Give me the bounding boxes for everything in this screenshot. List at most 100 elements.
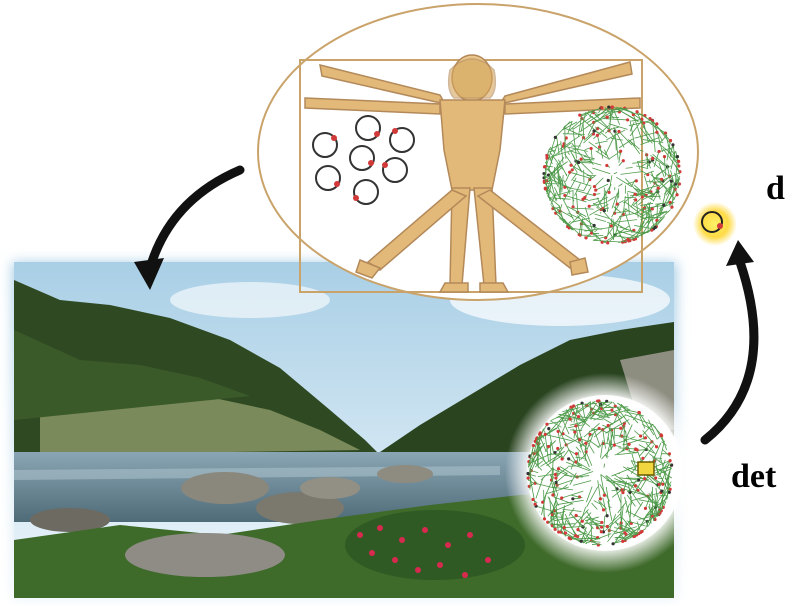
network-node (554, 528, 557, 531)
network-node (527, 477, 530, 480)
network-node (569, 405, 572, 408)
network-node (657, 187, 660, 190)
network-node (641, 457, 644, 460)
network-node (538, 433, 541, 436)
network-node (554, 473, 557, 476)
network-node (584, 236, 587, 239)
network-node (605, 164, 608, 167)
network-edge (592, 544, 600, 545)
network-node (617, 130, 620, 133)
network-lens-lower (505, 373, 705, 573)
network-node (634, 193, 637, 196)
label-upper-right: d (766, 170, 785, 208)
vitruvian-panel (258, 4, 698, 300)
network-node (655, 122, 658, 125)
network-node (606, 525, 609, 528)
network-node (578, 114, 581, 117)
network-node (643, 477, 646, 480)
network-node (583, 196, 586, 199)
network-node (600, 521, 603, 524)
network-node (554, 476, 557, 479)
network-edge (579, 162, 592, 163)
network-node (611, 542, 614, 545)
network-node (588, 205, 591, 208)
network-node (602, 508, 605, 511)
network-node (544, 433, 547, 436)
network-node (551, 493, 554, 496)
network-node (568, 171, 571, 174)
network-node (657, 150, 660, 153)
network-node (532, 444, 535, 447)
network-node (577, 161, 580, 164)
network-node (563, 526, 566, 529)
network-node (531, 498, 534, 501)
network-edge (624, 423, 625, 451)
network-node (676, 155, 679, 158)
network-node (592, 129, 595, 132)
network-node (654, 476, 657, 479)
network-node (607, 191, 610, 194)
network-node (581, 520, 584, 523)
network-node (557, 467, 560, 470)
network-node (634, 484, 637, 487)
network-node (611, 105, 614, 108)
network-node (599, 497, 602, 500)
network-node (568, 536, 571, 539)
network-node (677, 160, 680, 163)
network-node (571, 497, 574, 500)
network-node (603, 209, 606, 212)
network-node (606, 241, 609, 244)
network-node (570, 164, 573, 167)
network-node (593, 224, 596, 227)
network-node (554, 136, 557, 139)
network-node (637, 411, 640, 414)
network-node (644, 507, 647, 510)
network-node (545, 423, 548, 426)
network-node (628, 239, 631, 242)
curved-arrow-right (705, 240, 754, 440)
network-node (596, 134, 599, 137)
network-node (627, 443, 630, 446)
network-edge (647, 182, 663, 183)
network-node (622, 159, 625, 162)
network-node (668, 491, 671, 494)
network-node (651, 207, 654, 210)
network-node (593, 185, 596, 188)
network-node (644, 436, 647, 439)
network-node (580, 540, 583, 543)
network-node (651, 157, 654, 160)
network-node (603, 494, 606, 497)
network-node (547, 445, 550, 448)
network-node (575, 452, 578, 455)
network-node (670, 463, 673, 466)
network-node (600, 106, 603, 109)
network-node (654, 226, 657, 229)
network-node (634, 198, 637, 201)
network-node (655, 131, 658, 134)
network-node (594, 189, 597, 192)
network-node (560, 496, 563, 499)
network-node (544, 187, 547, 190)
network-node (613, 443, 616, 446)
network-node (605, 514, 608, 517)
network-node (639, 531, 642, 534)
network-node (577, 415, 580, 418)
network-node (600, 530, 603, 533)
network-node (621, 491, 624, 494)
network-node (621, 540, 624, 543)
network-node (606, 116, 609, 119)
network-node (534, 503, 537, 506)
network-node (675, 193, 678, 196)
network-node (543, 517, 546, 520)
network-node (596, 399, 599, 402)
network-node (670, 206, 673, 209)
network-node (575, 514, 578, 517)
network-node (634, 447, 637, 450)
network-node (580, 157, 583, 160)
network-node (626, 118, 629, 121)
network-node (576, 528, 579, 531)
arrowhead-right-icon (726, 240, 754, 266)
network-node (660, 178, 663, 181)
network-node (578, 438, 581, 441)
